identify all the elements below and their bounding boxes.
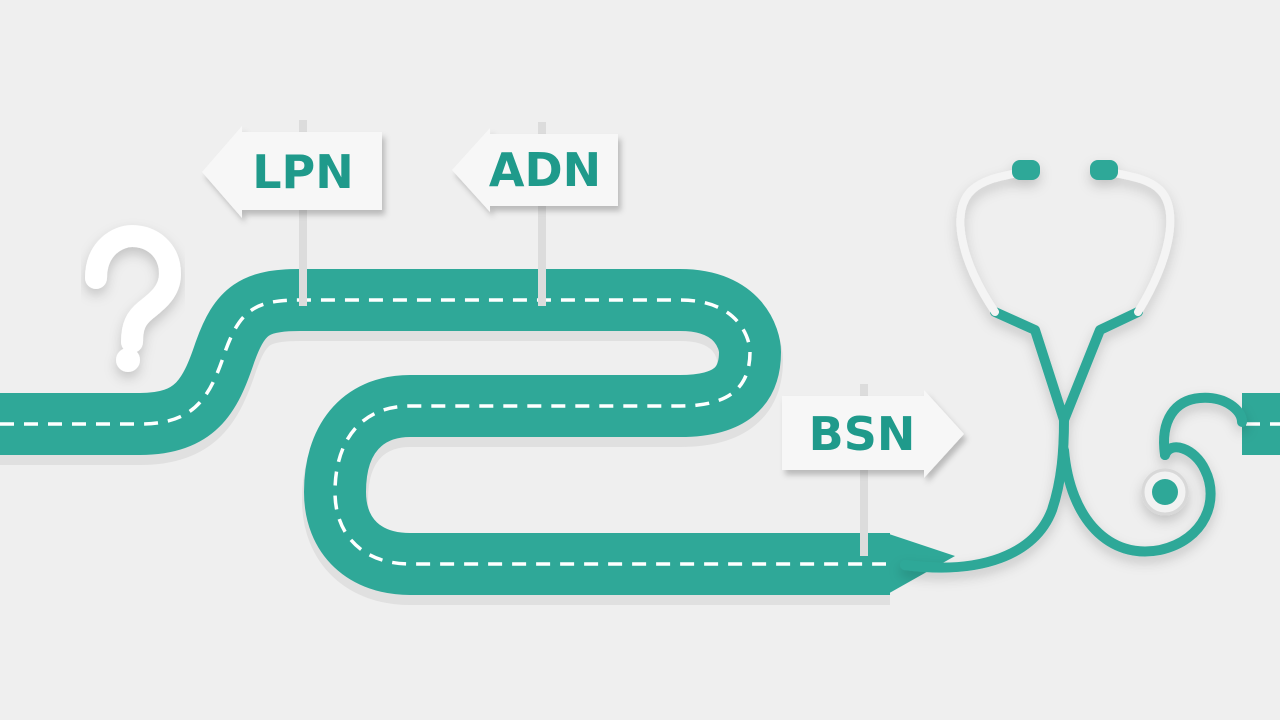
sign-lpn-label: LPN [252, 145, 354, 199]
sign-adn-label: ADN [489, 143, 601, 197]
sign-adn-board [452, 128, 618, 212]
sign-lpn-board [202, 126, 382, 218]
question-mark-icon [85, 224, 182, 372]
sign-bsn: BSN [782, 384, 964, 556]
sign-bsn-board [782, 390, 964, 478]
sign-adn: ADN [452, 122, 618, 306]
sign-adn-pole [538, 122, 546, 306]
stethoscope-icon [900, 160, 1247, 573]
sign-lpn: LPN [202, 120, 382, 306]
sign-bsn-label: BSN [809, 407, 916, 461]
winding-road [0, 269, 890, 595]
sign-lpn-pole [299, 120, 307, 306]
